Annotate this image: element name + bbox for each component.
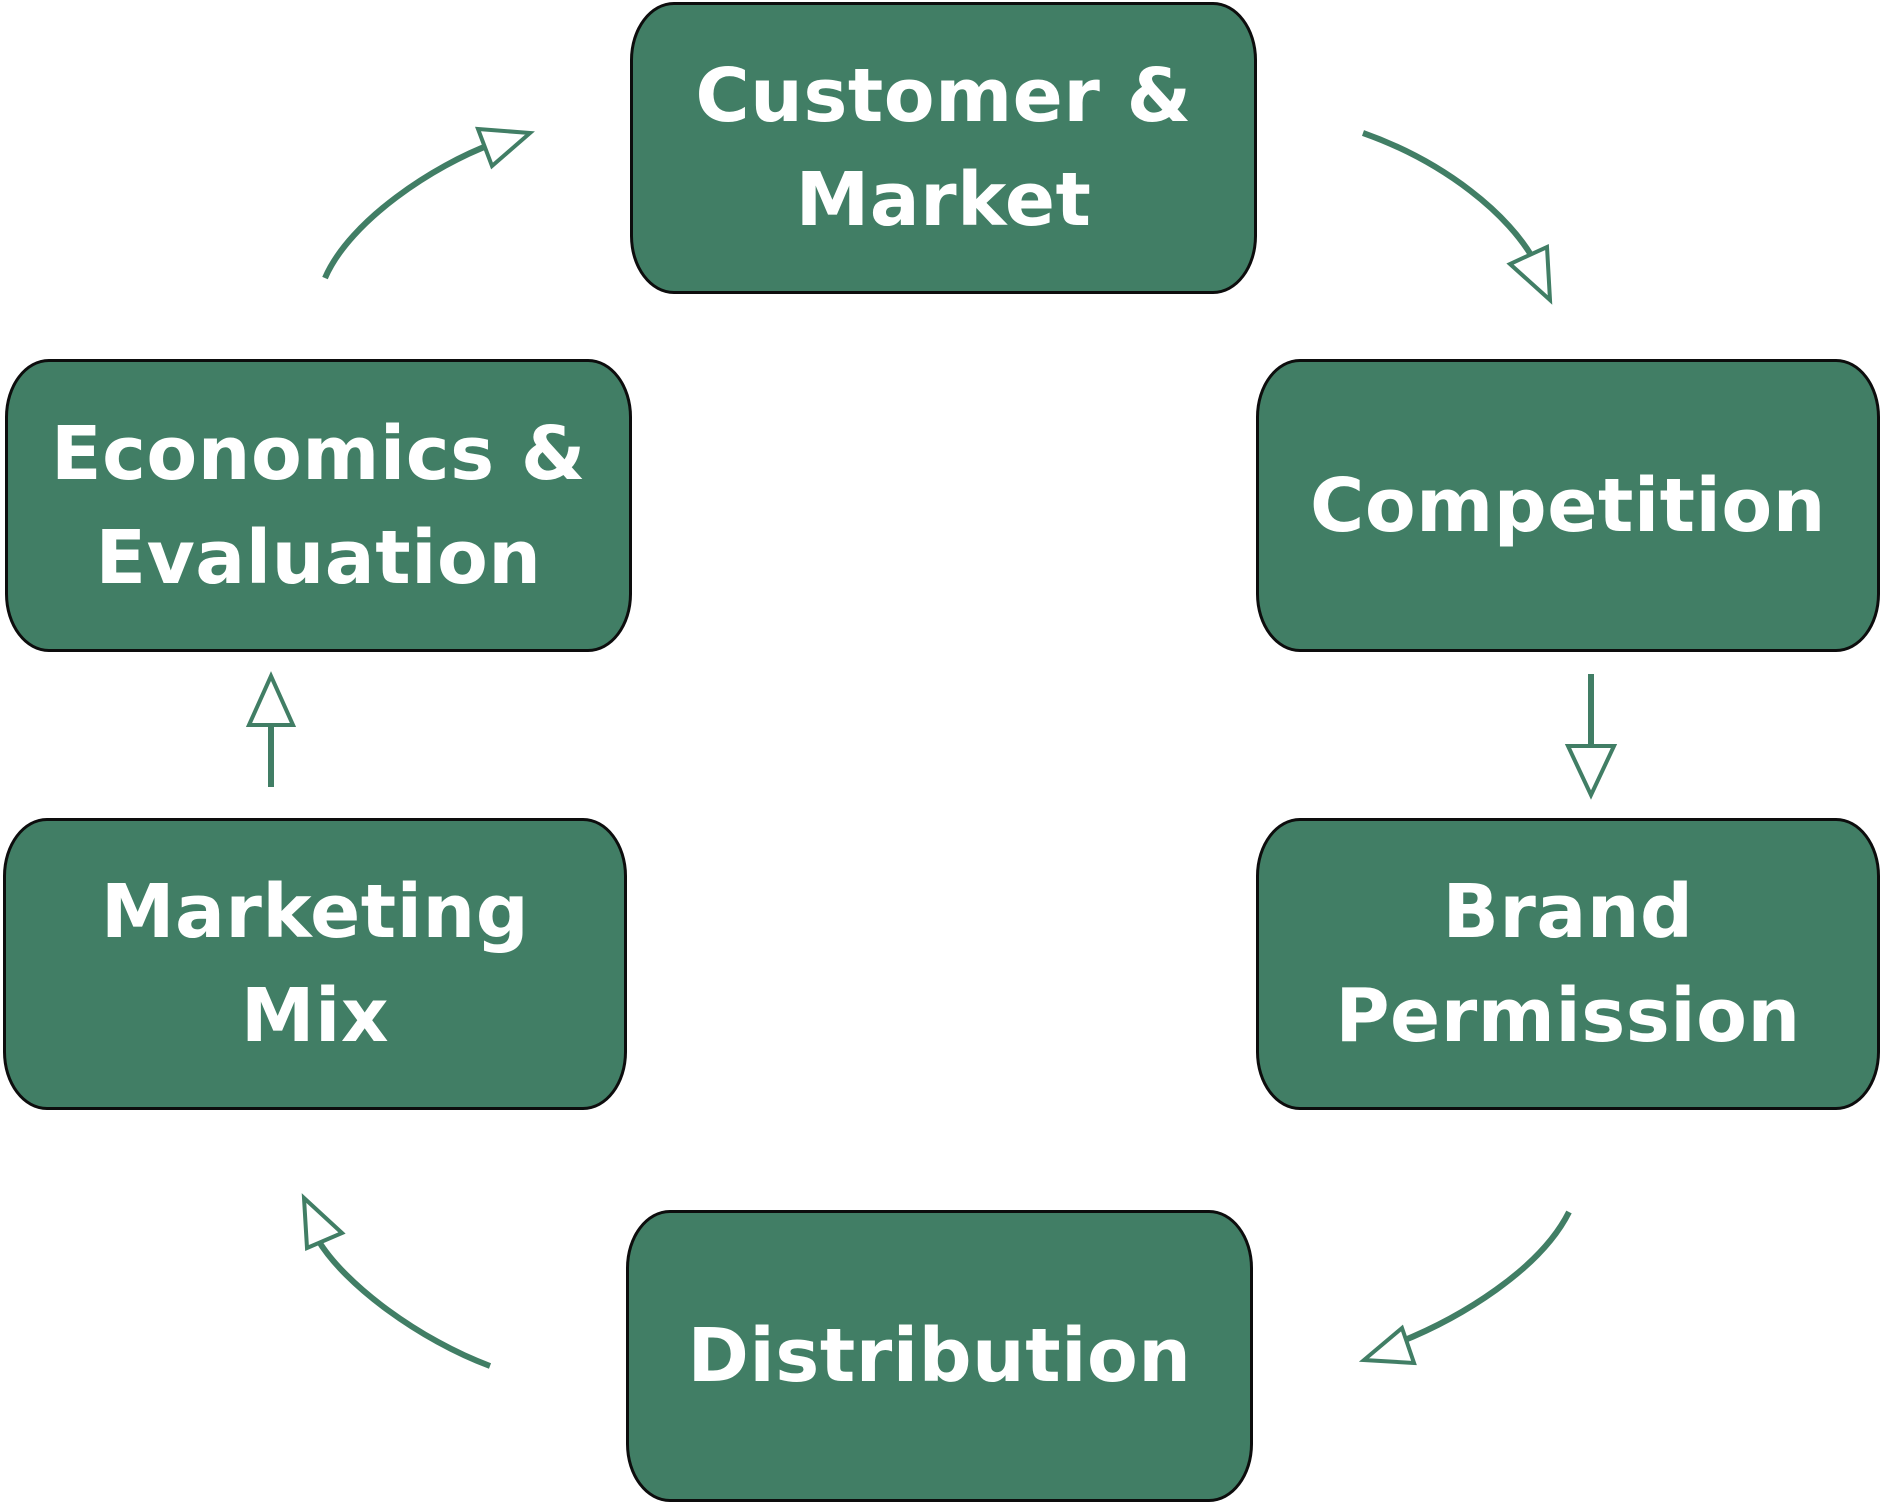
node-competition-label: Competition (1310, 462, 1826, 549)
node-marketing-mix-label: Marketing Mix (100, 869, 530, 1059)
node-marketing-mix: Marketing Mix (3, 818, 627, 1110)
arrow-competition-to-brand (1564, 674, 1618, 800)
arrow-distribution-to-marketing (301, 1193, 492, 1369)
arrow-economics-to-customer (322, 126, 535, 280)
node-competition: Competition (1256, 359, 1880, 652)
node-distribution-label: Distribution (687, 1313, 1192, 1399)
node-economics-evaluation-label: Economics & Evaluation (51, 410, 586, 601)
arrow-brand-to-distribution (1358, 1210, 1572, 1366)
node-distribution: Distribution (626, 1210, 1253, 1502)
node-economics-evaluation: Economics & Evaluation (5, 359, 632, 652)
node-customer-market-label: Customer & Market (695, 53, 1192, 243)
arrow-customer-to-competition (1361, 130, 1553, 305)
node-brand-permission: Brand Permission (1256, 818, 1880, 1110)
node-brand-permission-label: Brand Permission (1335, 869, 1801, 1059)
arrow-marketing-to-economics (245, 671, 297, 787)
node-customer-market: Customer & Market (630, 2, 1257, 294)
